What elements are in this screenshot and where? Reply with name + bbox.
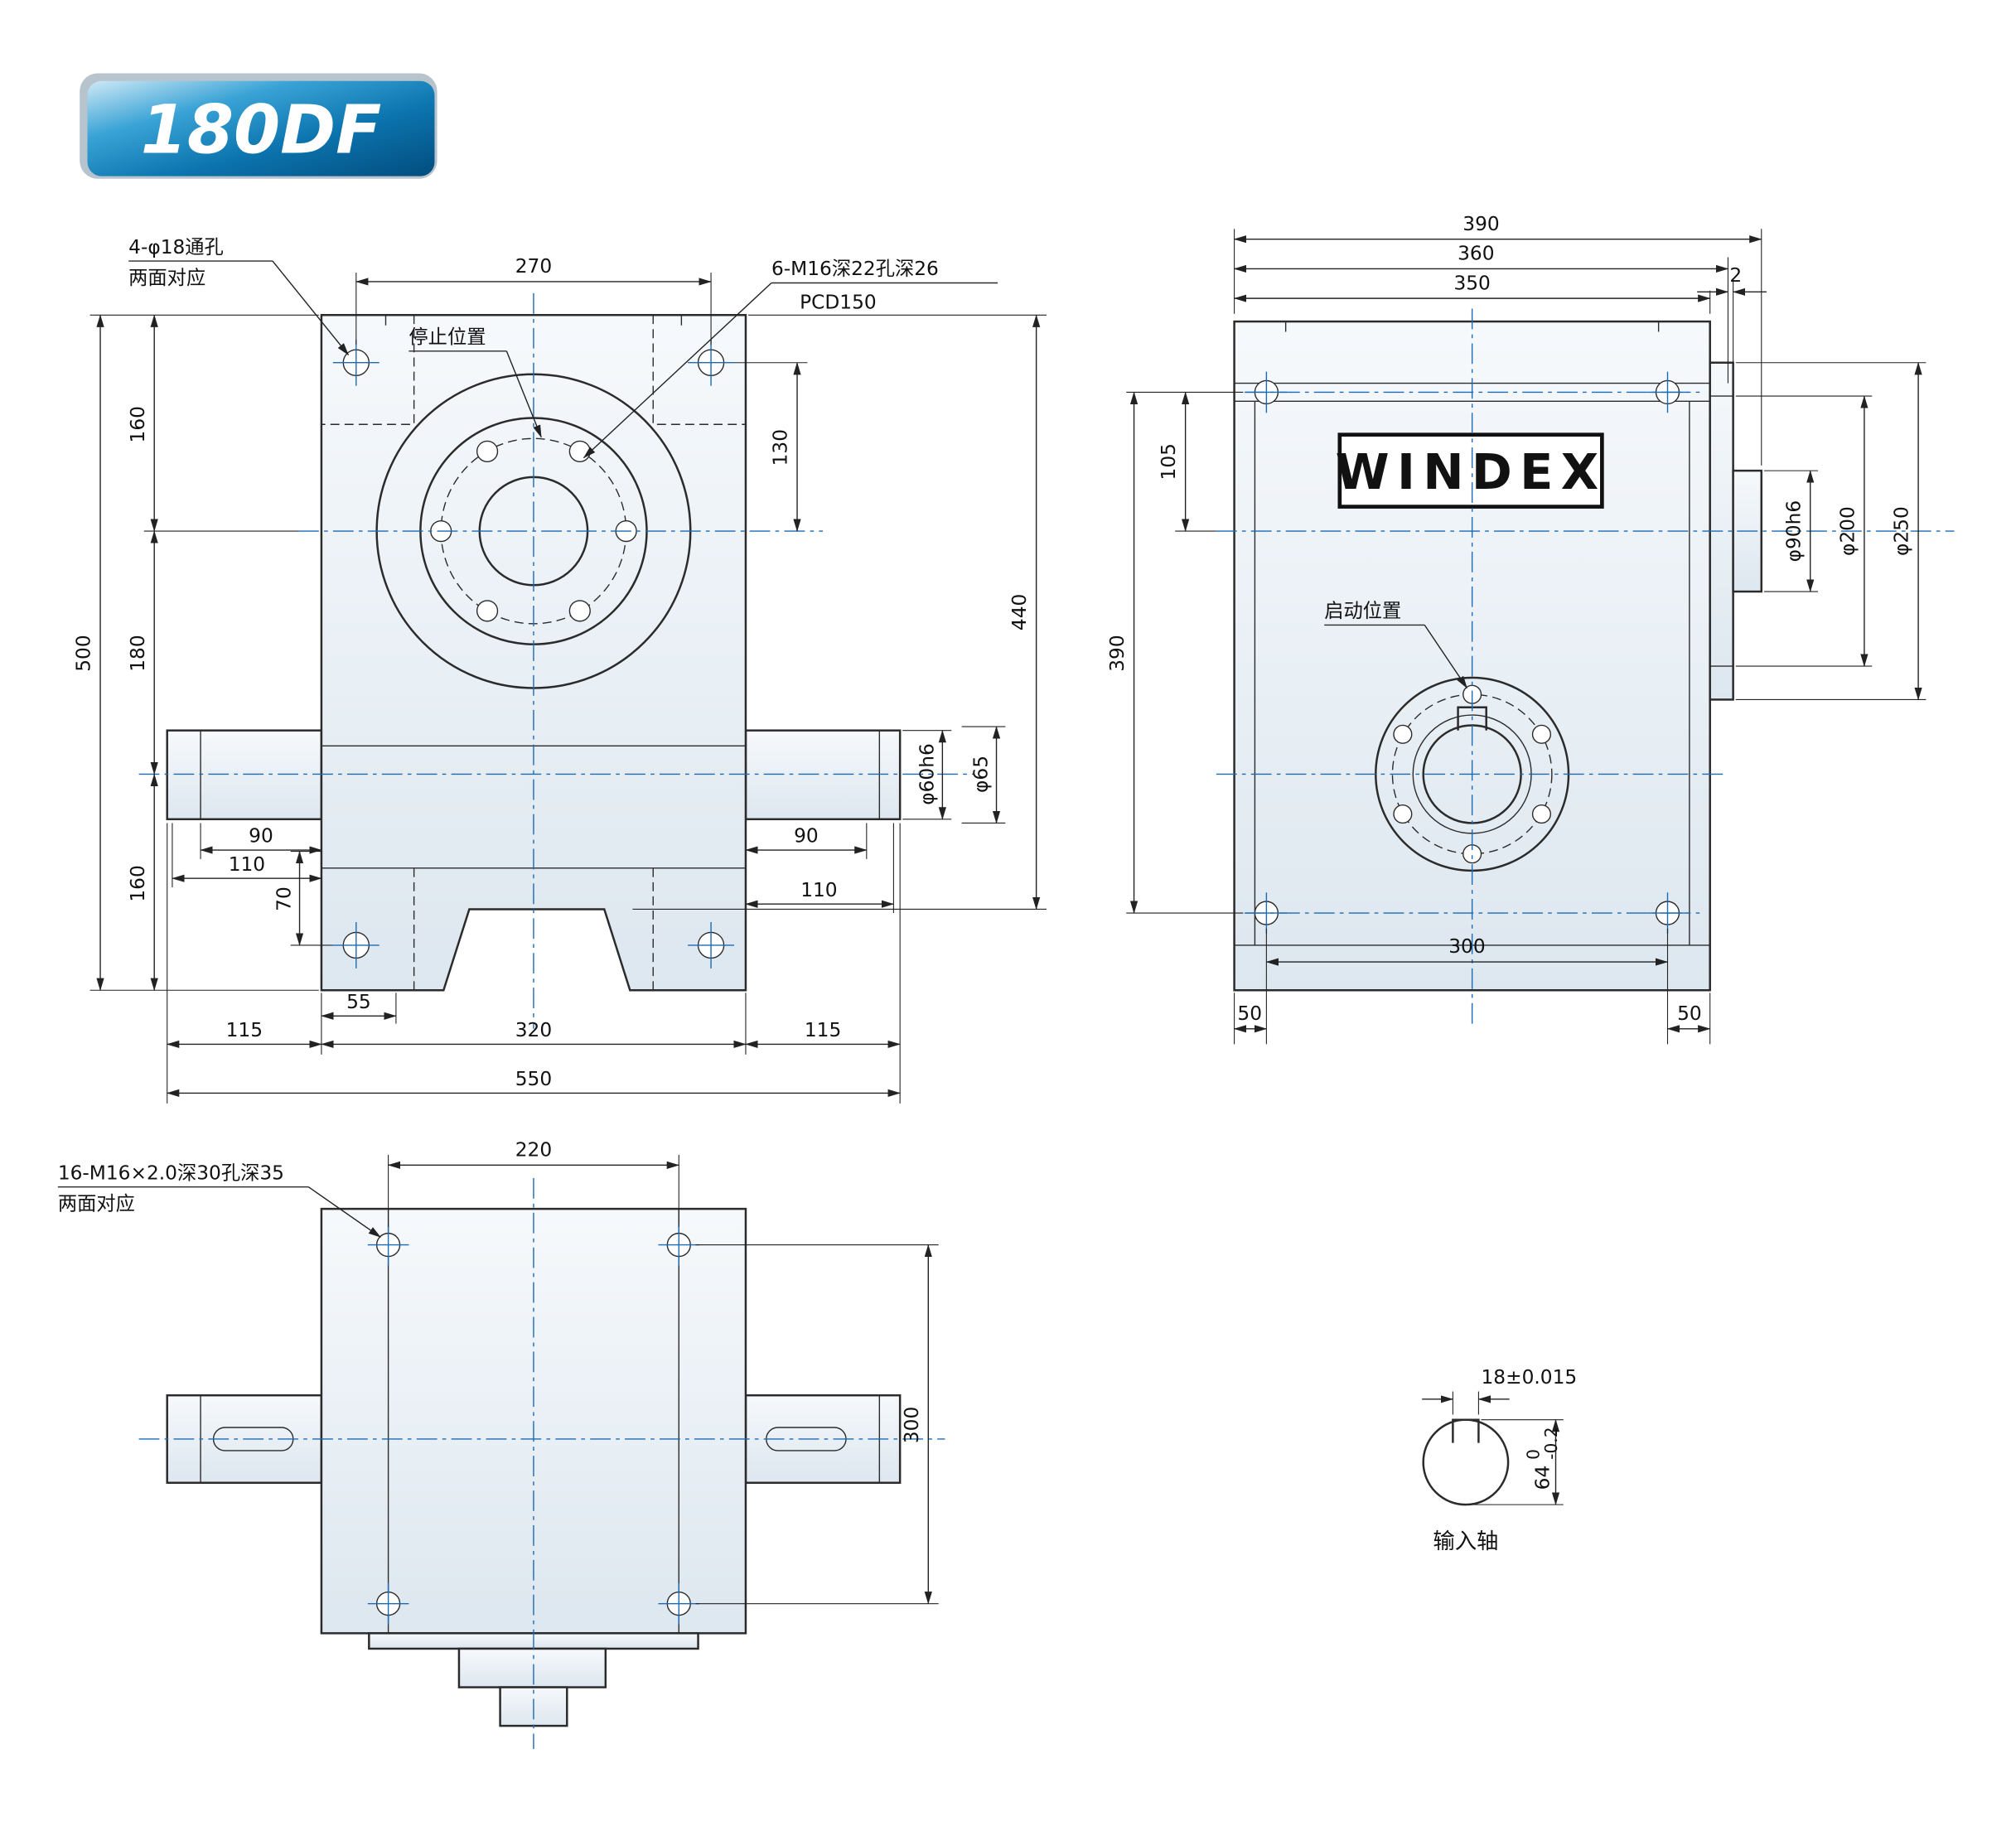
dim-180-label: 180 xyxy=(127,635,149,671)
dim-300-bottom-label: 300 xyxy=(901,1407,923,1443)
right-shaft xyxy=(744,729,902,821)
dim-360-label: 360 xyxy=(1458,243,1494,265)
bottom-view-dimensions: 16-M16×2.0深30孔深35 两面对应 220 300 xyxy=(58,1138,939,1605)
front-view-dimensions: 270 4-φ18通孔 两面对应 停止位置 6-M16深22孔深26 PCD15… xyxy=(73,236,1047,1104)
dim-70-label: 70 xyxy=(273,886,296,911)
dim-50-right-label: 50 xyxy=(1677,1002,1702,1025)
note-start-position: 启动位置 xyxy=(1324,600,1401,622)
note-through-holes-line1: 4-φ18通孔 xyxy=(128,236,224,258)
dim-390-top-label: 390 xyxy=(1462,213,1499,235)
dim-115-right-label: 115 xyxy=(805,1019,841,1041)
dim-105-label: 105 xyxy=(1158,443,1180,480)
dim-115-left-label: 115 xyxy=(226,1019,263,1041)
note-bottom-tapped-line2: 两面对应 xyxy=(58,1193,135,1215)
dim-64-tol-lower: -0.2 xyxy=(1541,1427,1561,1459)
bottom-view xyxy=(138,1177,945,1750)
dim-d60-label: φ60h6 xyxy=(916,743,939,805)
left-shaft xyxy=(166,729,323,821)
corner-mount-holes xyxy=(332,339,734,968)
dim-350-label: 350 xyxy=(1453,272,1490,294)
dim-440-label: 440 xyxy=(1008,594,1031,630)
dim-110-left-label: 110 xyxy=(229,853,265,876)
side-view-dimensions: 350 360 390 2 105 390 启动位置 φ90h6 φ200 φ2… xyxy=(1106,213,1927,1045)
dim-500-label: 500 xyxy=(73,635,95,671)
note-bottom-tapped-line1: 16-M16×2.0深30孔深35 xyxy=(58,1162,284,1184)
dim-d200-label: φ200 xyxy=(1836,506,1859,556)
dim-d90-label: φ90h6 xyxy=(1782,500,1805,563)
dim-64-label: 64 xyxy=(1532,1466,1554,1490)
dim-300-side-label: 300 xyxy=(1448,935,1485,958)
side-view: WINDEX xyxy=(1216,308,1955,1029)
input-shaft-label: 输入轴 xyxy=(1433,1529,1498,1554)
brand-plate xyxy=(1337,432,1604,509)
dim-d65-label: φ65 xyxy=(970,756,993,793)
dim-390-left-label: 390 xyxy=(1106,635,1129,671)
dim-130-label: 130 xyxy=(770,429,792,466)
front-view xyxy=(138,292,975,1029)
brand-logo-text: WINDEX xyxy=(1336,443,1607,500)
dim-160-top-label: 160 xyxy=(127,406,149,442)
badge-plate xyxy=(87,80,435,176)
note-pcd: PCD150 xyxy=(800,292,877,314)
dim-90-right-label: 90 xyxy=(794,825,819,848)
bottom-corner-holes xyxy=(367,1224,700,1625)
dim-90-left-label: 90 xyxy=(249,825,273,848)
dim-2-label: 2 xyxy=(1729,264,1742,287)
dim-64-group: 64 0 -0.2 xyxy=(1523,1427,1561,1490)
dim-160-bottom-label: 160 xyxy=(127,865,149,901)
dim-64-tol-upper: 0 xyxy=(1523,1449,1543,1460)
input-shaft-section xyxy=(1422,1418,1510,1506)
model-number: 180DF xyxy=(141,92,381,170)
dim-320-label: 320 xyxy=(515,1019,552,1041)
detail-keyway xyxy=(1452,1418,1480,1443)
dim-d250-label: φ250 xyxy=(1891,506,1913,556)
base-block xyxy=(457,1647,607,1688)
dim-55-label: 55 xyxy=(346,991,371,1013)
dim-550-label: 550 xyxy=(515,1068,552,1090)
dim-110-right-label: 110 xyxy=(800,879,837,901)
dim-key-width-label: 18±0.015 xyxy=(1482,1366,1578,1389)
dim-270-label: 270 xyxy=(515,255,552,278)
dim-50-left-label: 50 xyxy=(1237,1002,1262,1025)
title-badge: 180DF xyxy=(80,73,438,179)
note-through-holes-line2: 两面对应 xyxy=(128,267,205,289)
mount-pad-top-right xyxy=(652,315,746,425)
input-shaft-detail: 18±0.015 64 0 -0.2 输入轴 xyxy=(1422,1366,1577,1554)
dim-220-label: 220 xyxy=(515,1138,552,1161)
note-tapped-holes: 6-M16深22孔深26 xyxy=(771,258,939,280)
note-stop-position: 停止位置 xyxy=(409,326,486,348)
